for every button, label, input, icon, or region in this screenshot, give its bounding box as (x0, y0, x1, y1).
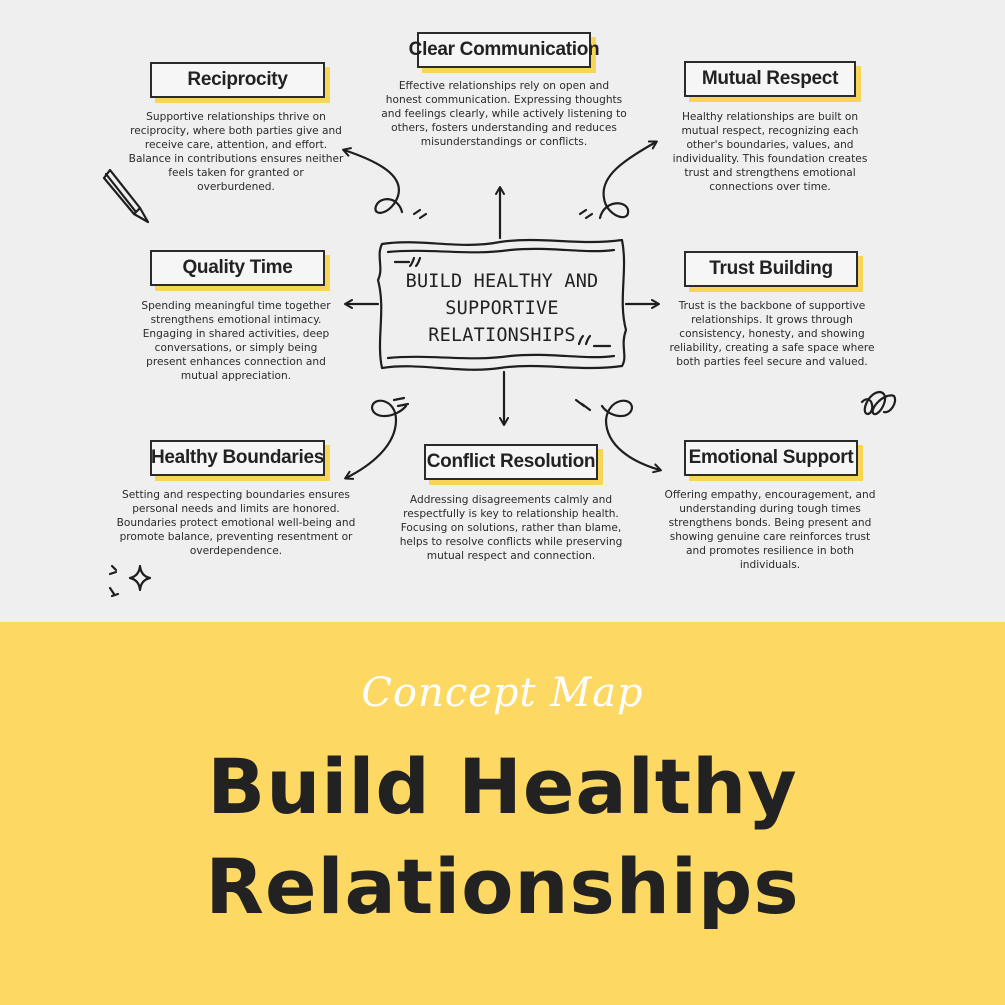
center-line-2: SUPPORTIVE (445, 298, 559, 319)
title-banner (0, 622, 1005, 1005)
node-desc-emotional-support: Offering empathy, encouragement, and und… (664, 489, 876, 571)
banner-subtitle: Concept Map (361, 670, 644, 716)
node-title-trust-building: Trust Building (684, 251, 858, 287)
node-desc-conflict-resolution: Addressing disagreements calmly and resp… (399, 494, 623, 562)
node-title-emotional-support: Emotional Support (684, 440, 858, 476)
arrow-upper-left (342, 147, 404, 214)
node-title-mutual-respect: Mutual Respect (684, 61, 856, 97)
pencil-icon (102, 168, 150, 224)
arrow-lower-right (600, 399, 662, 474)
squiggle-icon (860, 390, 897, 416)
arrow-lower-left (344, 399, 408, 480)
arrow-upper-right (598, 140, 658, 220)
sparkle-icon (128, 564, 152, 592)
center-line-3: RELATIONSHIPS (428, 325, 576, 346)
node-desc-mutual-respect: Healthy relationships are built on mutua… (672, 111, 868, 193)
node-desc-trust-building: Trust is the backbone of supportive rela… (669, 300, 875, 368)
center-line-1: BUILD HEALTHY AND (405, 271, 599, 292)
concept-map-area (0, 0, 1005, 622)
node-title-conflict-resolution: Conflict Resolution (424, 444, 598, 480)
center-box-frame (376, 238, 628, 371)
node-title-quality-time: Quality Time (150, 250, 325, 286)
node-desc-clear-communication: Effective relationships rely on open and… (381, 80, 627, 148)
banner-title-line-1: Build Healthy (207, 742, 798, 831)
node-desc-reciprocity: Supportive relationships thrive on recip… (128, 111, 344, 193)
center-concept: BUILD HEALTHY AND SUPPORTIVE RELATIONSHI… (378, 268, 626, 349)
node-title-reciprocity: Reciprocity (150, 62, 325, 98)
connector-doodles (102, 140, 897, 598)
node-desc-quality-time: Spending meaningful time together streng… (141, 300, 331, 382)
node-desc-healthy-boundaries: Setting and respecting boundaries ensure… (116, 489, 356, 557)
node-title-healthy-boundaries: Healthy Boundaries (150, 440, 325, 476)
node-title-clear-communication: Clear Communication (409, 32, 600, 68)
banner-title-line-2: Relationships (205, 842, 800, 931)
